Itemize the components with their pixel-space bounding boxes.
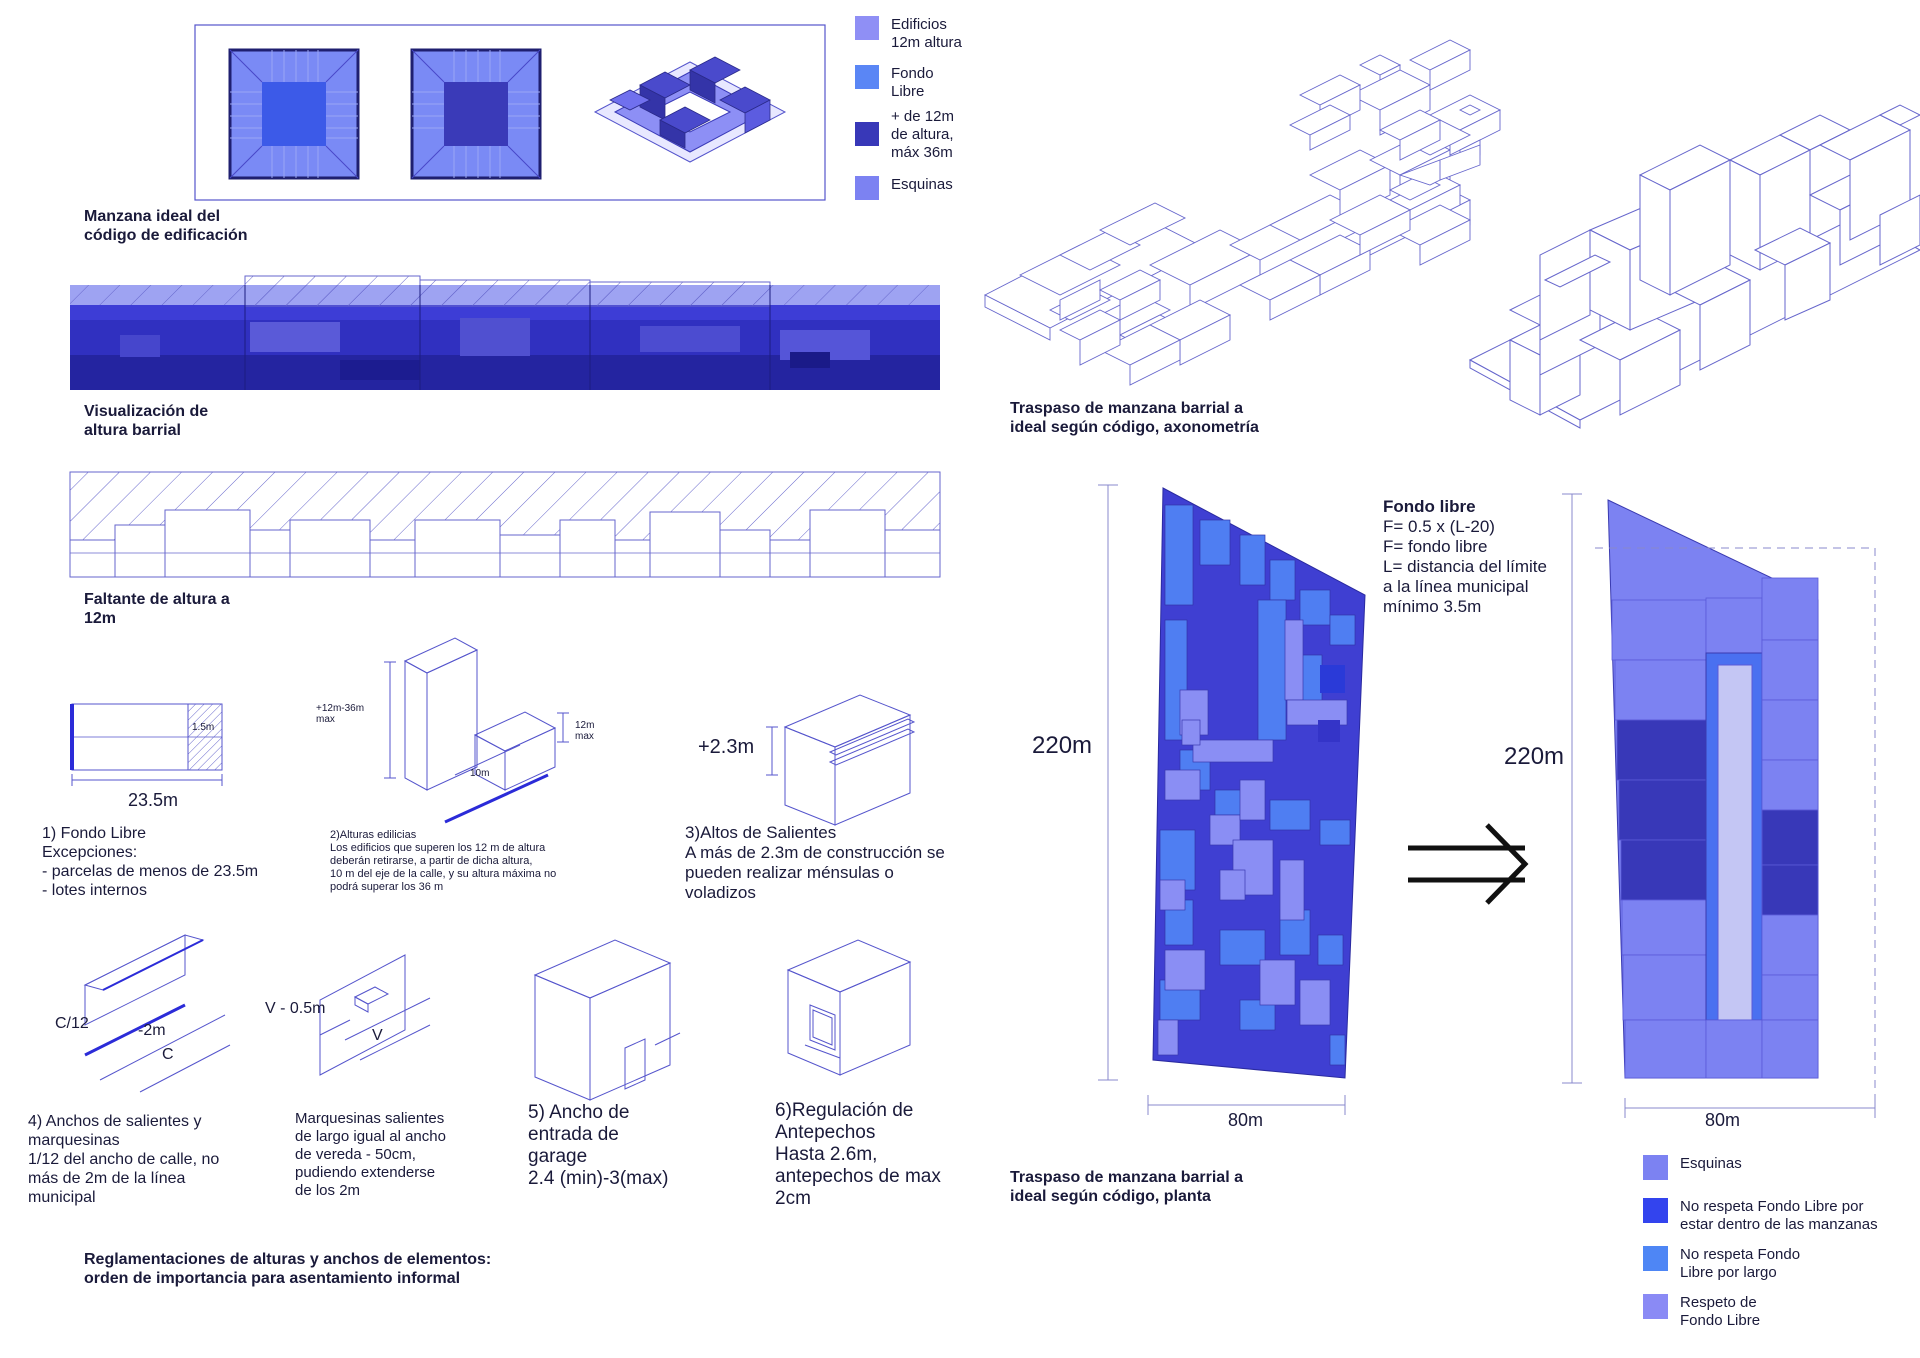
bottom-legend-label-no-respeta-largo: No respeta Fondo Libre por largo (1680, 1246, 1801, 1281)
rule1-lot-diagram (70, 703, 223, 786)
legend-label-fondo-libre: Fondo Libre (891, 65, 934, 100)
bottom-legend-swatch-no-respeta-largo (1643, 1246, 1668, 1271)
bottom-legend-swatch-esquinas (1643, 1155, 1668, 1180)
bottom-legend-swatch-respeto (1643, 1294, 1668, 1319)
caption-faltante: Faltante de altura a 12m (84, 591, 230, 627)
rule2-height-diagram (384, 637, 569, 824)
rule4b-label-v05: V - 0.5m (265, 1000, 326, 1017)
rule2-dim-10m: 10m (470, 768, 490, 779)
ideal-plan-height-label: 220m (1504, 743, 1565, 770)
rule2-text: 2)Alturas edilicias Los edificios que su… (330, 829, 557, 893)
caption-traspaso-axonometria: Traspaso de manzana barrial a ideal segú… (1010, 400, 1259, 436)
informal-plan-dimensions (1098, 484, 1346, 1115)
legend-item-fondo-libre: Fondo Libre (855, 65, 934, 101)
transformation-arrow (1408, 823, 1529, 905)
fondo-libre-title: Fondo libre (1383, 497, 1476, 516)
rule4b-text: Marquesinas salientes de largo igual al … (295, 1110, 446, 1199)
rule5-garage-diagram (533, 939, 681, 1101)
caption-reglamentaciones: Reglamentaciones de alturas y anchos de … (84, 1251, 492, 1287)
rule4b-marquee-diagram (319, 954, 431, 1076)
bottom-legend-no-respeta-largo: No respeta Fondo Libre por largo (1643, 1246, 1800, 1282)
rule3-dim: +2.3m (698, 736, 755, 758)
rule2-dim-12m: 12m max (575, 720, 595, 742)
rule4-label-c12: C/12 (55, 1015, 89, 1032)
rule6-parapet-diagram (786, 939, 912, 1076)
rule4-label-2m: -2m (138, 1022, 166, 1039)
legend-item-mas-12m: + de 12m de altura, máx 36m (855, 108, 954, 162)
legend-swatch-esquinas (855, 176, 879, 200)
fondo-libre-info: Fondo libre F= 0.5 x (L-20) F= fondo lib… (1383, 497, 1547, 617)
rule2-dim-max: +12m-36m max (316, 703, 365, 725)
bottom-legend-label-respeto: Respeto de Fondo Libre (1680, 1294, 1761, 1329)
ideal-plan-width-label: 80m (1705, 1110, 1741, 1130)
informal-block-axonometric (984, 39, 1502, 386)
legend-item-esquinas: Esquinas (855, 176, 953, 200)
legend-label-edificios: Edificios 12m altura (891, 16, 962, 51)
rule4-label-c: C (162, 1046, 174, 1063)
informal-block-plan (1152, 487, 1366, 1079)
informal-plan-height-label: 220m (1032, 732, 1093, 759)
legend-swatch-fondo-libre (855, 65, 879, 89)
ideal-plan-dimensions (1562, 493, 1876, 1118)
rule3-text: 3)Altos de Salientes A más de 2.3m de co… (685, 823, 945, 902)
bottom-legend-respeto: Respeto de Fondo Libre (1643, 1294, 1760, 1330)
rule6-text: 6)Regulación de Antepechos Hasta 2.6m, a… (775, 1100, 941, 1209)
legend-label-mas-12m: + de 12m de altura, máx 36m (891, 108, 954, 161)
bottom-legend-esquinas: Esquinas (1643, 1155, 1742, 1180)
rule4-text: 4) Anchos de salientes y marquesinas 1/1… (28, 1113, 220, 1206)
bottom-legend-no-respeta-manzanas: No respeta Fondo Libre por estar dentro … (1643, 1198, 1878, 1234)
legend-item-edificios: Edificios 12m altura (855, 16, 962, 52)
rule4b-label-v: V (372, 1027, 383, 1044)
caption-manzana-ideal: Manzana ideal del código de edificación (84, 208, 248, 244)
ideal-block-axonometric (593, 56, 787, 163)
rule3-overhang-diagram (766, 694, 916, 826)
height-deficit-elevation (69, 471, 941, 578)
legend-label-esquinas: Esquinas (891, 176, 953, 193)
rule1-text: 1) Fondo Libre Excepciones: - parcelas d… (42, 825, 259, 899)
ideal-block-frame (194, 24, 826, 201)
bottom-legend-swatch-no-respeta-manzanas (1643, 1198, 1668, 1223)
informal-plan-width-label: 80m (1228, 1110, 1264, 1130)
caption-visualizacion: Visualización de altura barrial (84, 403, 209, 439)
ideal-block-plan-large (1607, 499, 1819, 1079)
rule5-text: 5) Ancho de entrada de garage 2.4 (min)-… (528, 1102, 669, 1189)
rule1-dim-1-5m: 1.5m (192, 722, 215, 733)
fondo-libre-body: F= 0.5 x (L-20) F= fondo libre L= distan… (1383, 517, 1547, 616)
bottom-legend-label-esquinas: Esquinas (1680, 1155, 1742, 1172)
ideal-block-axonometric-large (1468, 104, 1920, 429)
rule1-dim-23-5m: 23.5m (128, 790, 179, 810)
bottom-legend-label-no-respeta-manzanas: No respeta Fondo Libre por estar dentro … (1680, 1198, 1878, 1233)
rule4-width-diagram (83, 934, 231, 1093)
legend-swatch-edificios (855, 16, 879, 40)
ideal-block-plan-2 (410, 48, 542, 180)
legend-swatch-mas-12m (855, 122, 879, 146)
ideal-block-plan-1 (228, 48, 360, 180)
caption-traspaso-planta: Traspaso de manzana barrial a ideal segú… (1010, 1169, 1243, 1205)
panorama-strip (70, 275, 940, 390)
